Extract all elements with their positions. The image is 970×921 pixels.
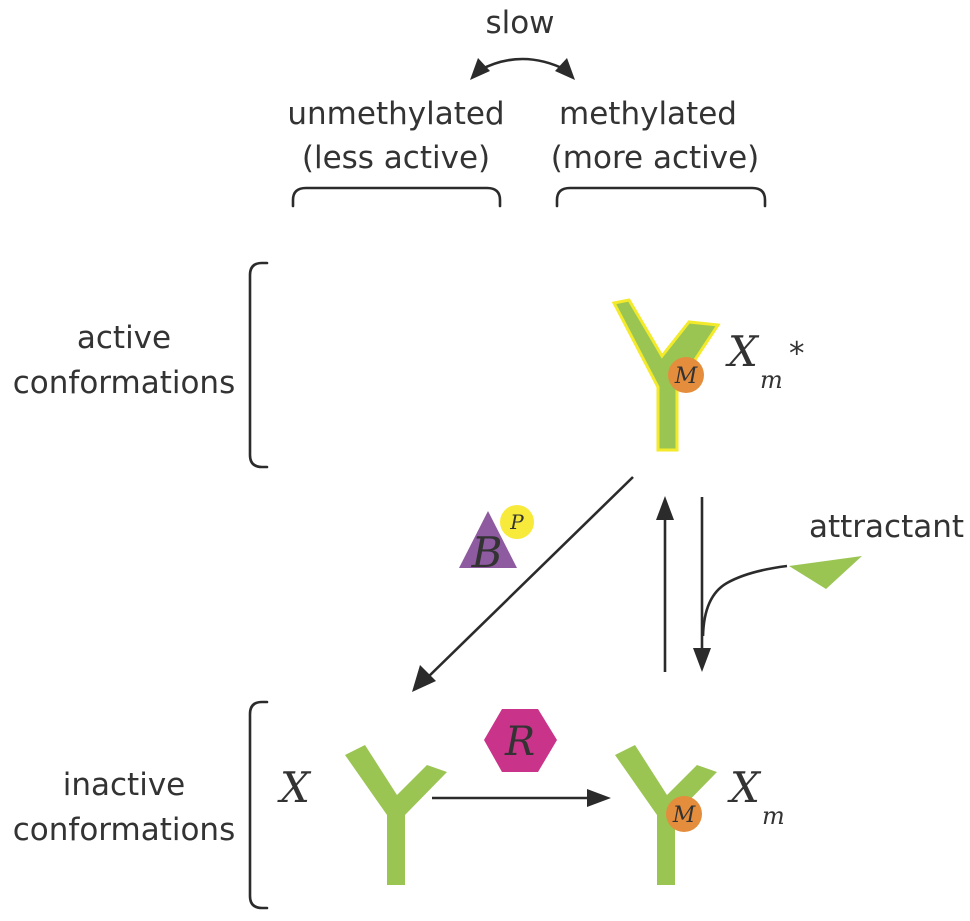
methyl-marker-active: M: [674, 364, 698, 389]
methylated-label: methylated: [559, 96, 737, 132]
inactive-conformations-label: conformations: [13, 812, 235, 848]
phosphate-label: P: [509, 510, 524, 534]
receptor-xm-shape: [615, 745, 717, 885]
methyl-group-active: [668, 357, 704, 393]
active-label: active: [77, 320, 171, 356]
xm-subscript: m: [762, 802, 785, 830]
receptor-x-shape: [345, 745, 447, 885]
inactive-label: inactive: [63, 767, 186, 803]
x-symbol: X: [277, 763, 312, 812]
cheb-label: B: [471, 528, 503, 577]
xm-star-subscript: m: [760, 366, 783, 394]
slow-arrowhead-left: [470, 58, 490, 80]
methylated-brace: [555, 186, 767, 208]
phosphate-group: [500, 505, 534, 539]
methylation-arrowhead: [587, 789, 611, 807]
active-conformations-label: conformations: [13, 365, 235, 401]
slow-double-arrow: [479, 57, 567, 72]
attractant-binding-curve: [701, 564, 788, 637]
cheb-phosphorylated: B P: [459, 505, 534, 577]
attractant-label: attractant: [809, 509, 964, 545]
active-bracket: [248, 261, 269, 469]
active-methylated-receptor: M: [611, 298, 721, 452]
xm-symbol: X: [727, 763, 762, 812]
xm-star-asterisk: *: [789, 336, 805, 372]
xm-star-symbol: X: [725, 327, 760, 376]
cheb-triangle: [459, 511, 517, 568]
inactivation-arrowhead: [693, 648, 711, 672]
methyl-marker-inactive: M: [672, 803, 696, 828]
inactive-bracket: [248, 700, 269, 910]
receptor-active-shape: [611, 298, 721, 452]
slow-label: slow: [485, 5, 554, 41]
demethylation-arrow: [424, 476, 634, 681]
inactive-methylated-receptor: M: [615, 745, 717, 885]
cher-hexagon: [484, 709, 557, 772]
less-active-label: (less active): [302, 140, 490, 176]
slow-arrowhead-right: [555, 58, 575, 80]
unmethylated-brace: [291, 186, 502, 208]
attractant-triangle: [789, 556, 862, 589]
unmethylated-label: unmethylated: [287, 96, 504, 132]
demethylation-arrowhead: [412, 665, 436, 692]
methyl-group-inactive: [666, 796, 702, 832]
activation-arrowhead: [656, 496, 674, 520]
cher-enzyme: R: [484, 709, 557, 772]
cher-label: R: [504, 719, 535, 765]
more-active-label: (more active): [551, 140, 760, 176]
